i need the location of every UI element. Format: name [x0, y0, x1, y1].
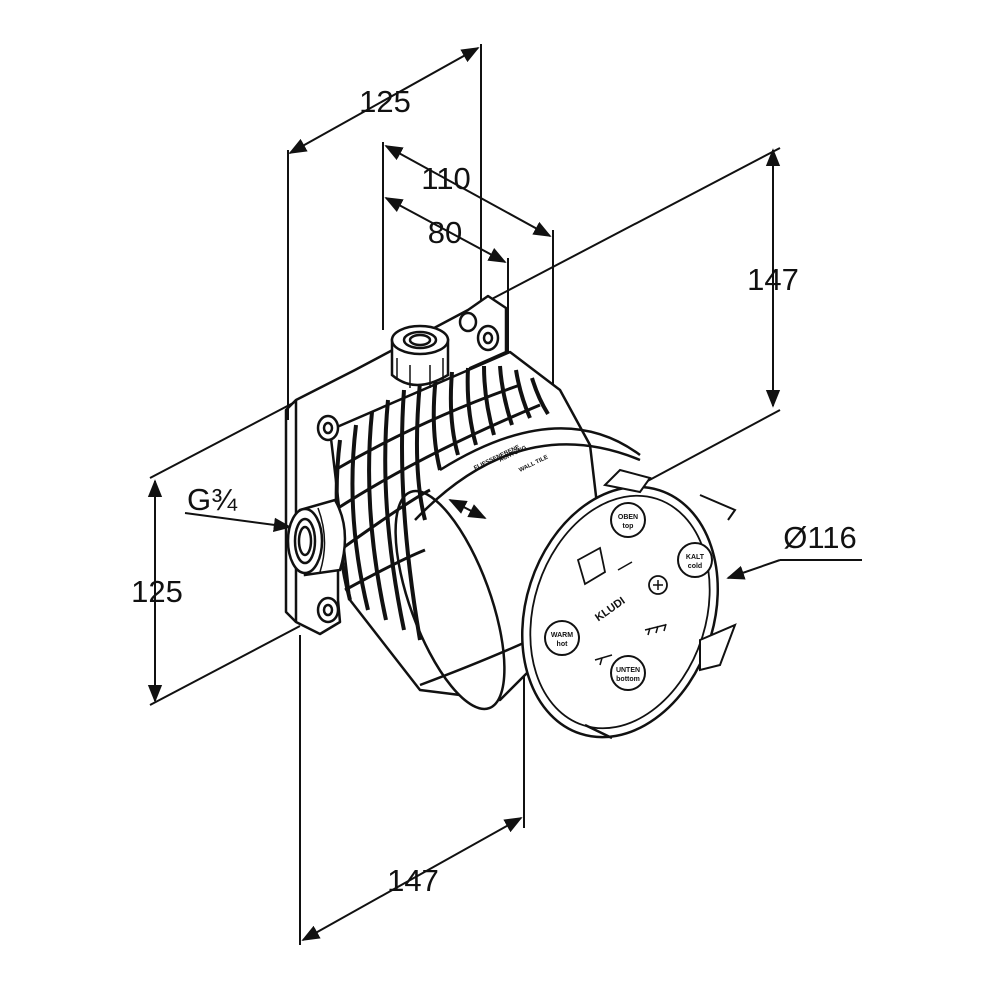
dim-diameter: Ø116 [783, 520, 857, 555]
dim-125-top: 125 [359, 84, 411, 119]
dim-line-125-top [288, 47, 480, 154]
dim-line-80 [384, 197, 507, 263]
dimension-labels: 125 110 80 147 125 147 Ø116 G¾ [131, 84, 857, 898]
svg-text:OBEN: OBEN [618, 514, 638, 521]
thread-label: G¾ [187, 482, 238, 517]
marker-hot: WARM hot [544, 620, 580, 656]
dim-125-left: 125 [131, 574, 183, 609]
dimension-lines [147, 47, 781, 941]
dim-line-147-bottom [301, 817, 523, 941]
mounting-holes [316, 311, 500, 624]
marker-bottom: UNTEN bottom [610, 655, 646, 691]
leader-g34 [184, 512, 292, 532]
svg-text:UNTEN: UNTEN [616, 667, 640, 674]
marker-top: OBEN top [610, 502, 646, 538]
dim-147-bottom: 147 [387, 863, 439, 898]
top-connection-nut [390, 324, 450, 388]
svg-text:hot: hot [557, 641, 569, 648]
dim-147-right: 147 [747, 262, 799, 297]
side-connection-nut [286, 498, 347, 577]
svg-text:WARM: WARM [551, 632, 573, 639]
marker-cold: KALT cold [677, 542, 713, 578]
svg-text:top: top [623, 523, 634, 530]
arrow-symbols [594, 561, 667, 666]
svg-text:cold: cold [688, 563, 702, 570]
svg-text:bottom: bottom [616, 676, 640, 683]
dim-line-110 [384, 145, 552, 237]
fill-level-arrow [448, 499, 487, 519]
dim-80: 80 [428, 215, 462, 250]
svg-text:KALT: KALT [686, 554, 705, 561]
dim-110: 110 [421, 161, 470, 196]
body-rib-bands [334, 383, 541, 592]
leader-diameter [726, 559, 781, 580]
front-cover [520, 468, 737, 740]
